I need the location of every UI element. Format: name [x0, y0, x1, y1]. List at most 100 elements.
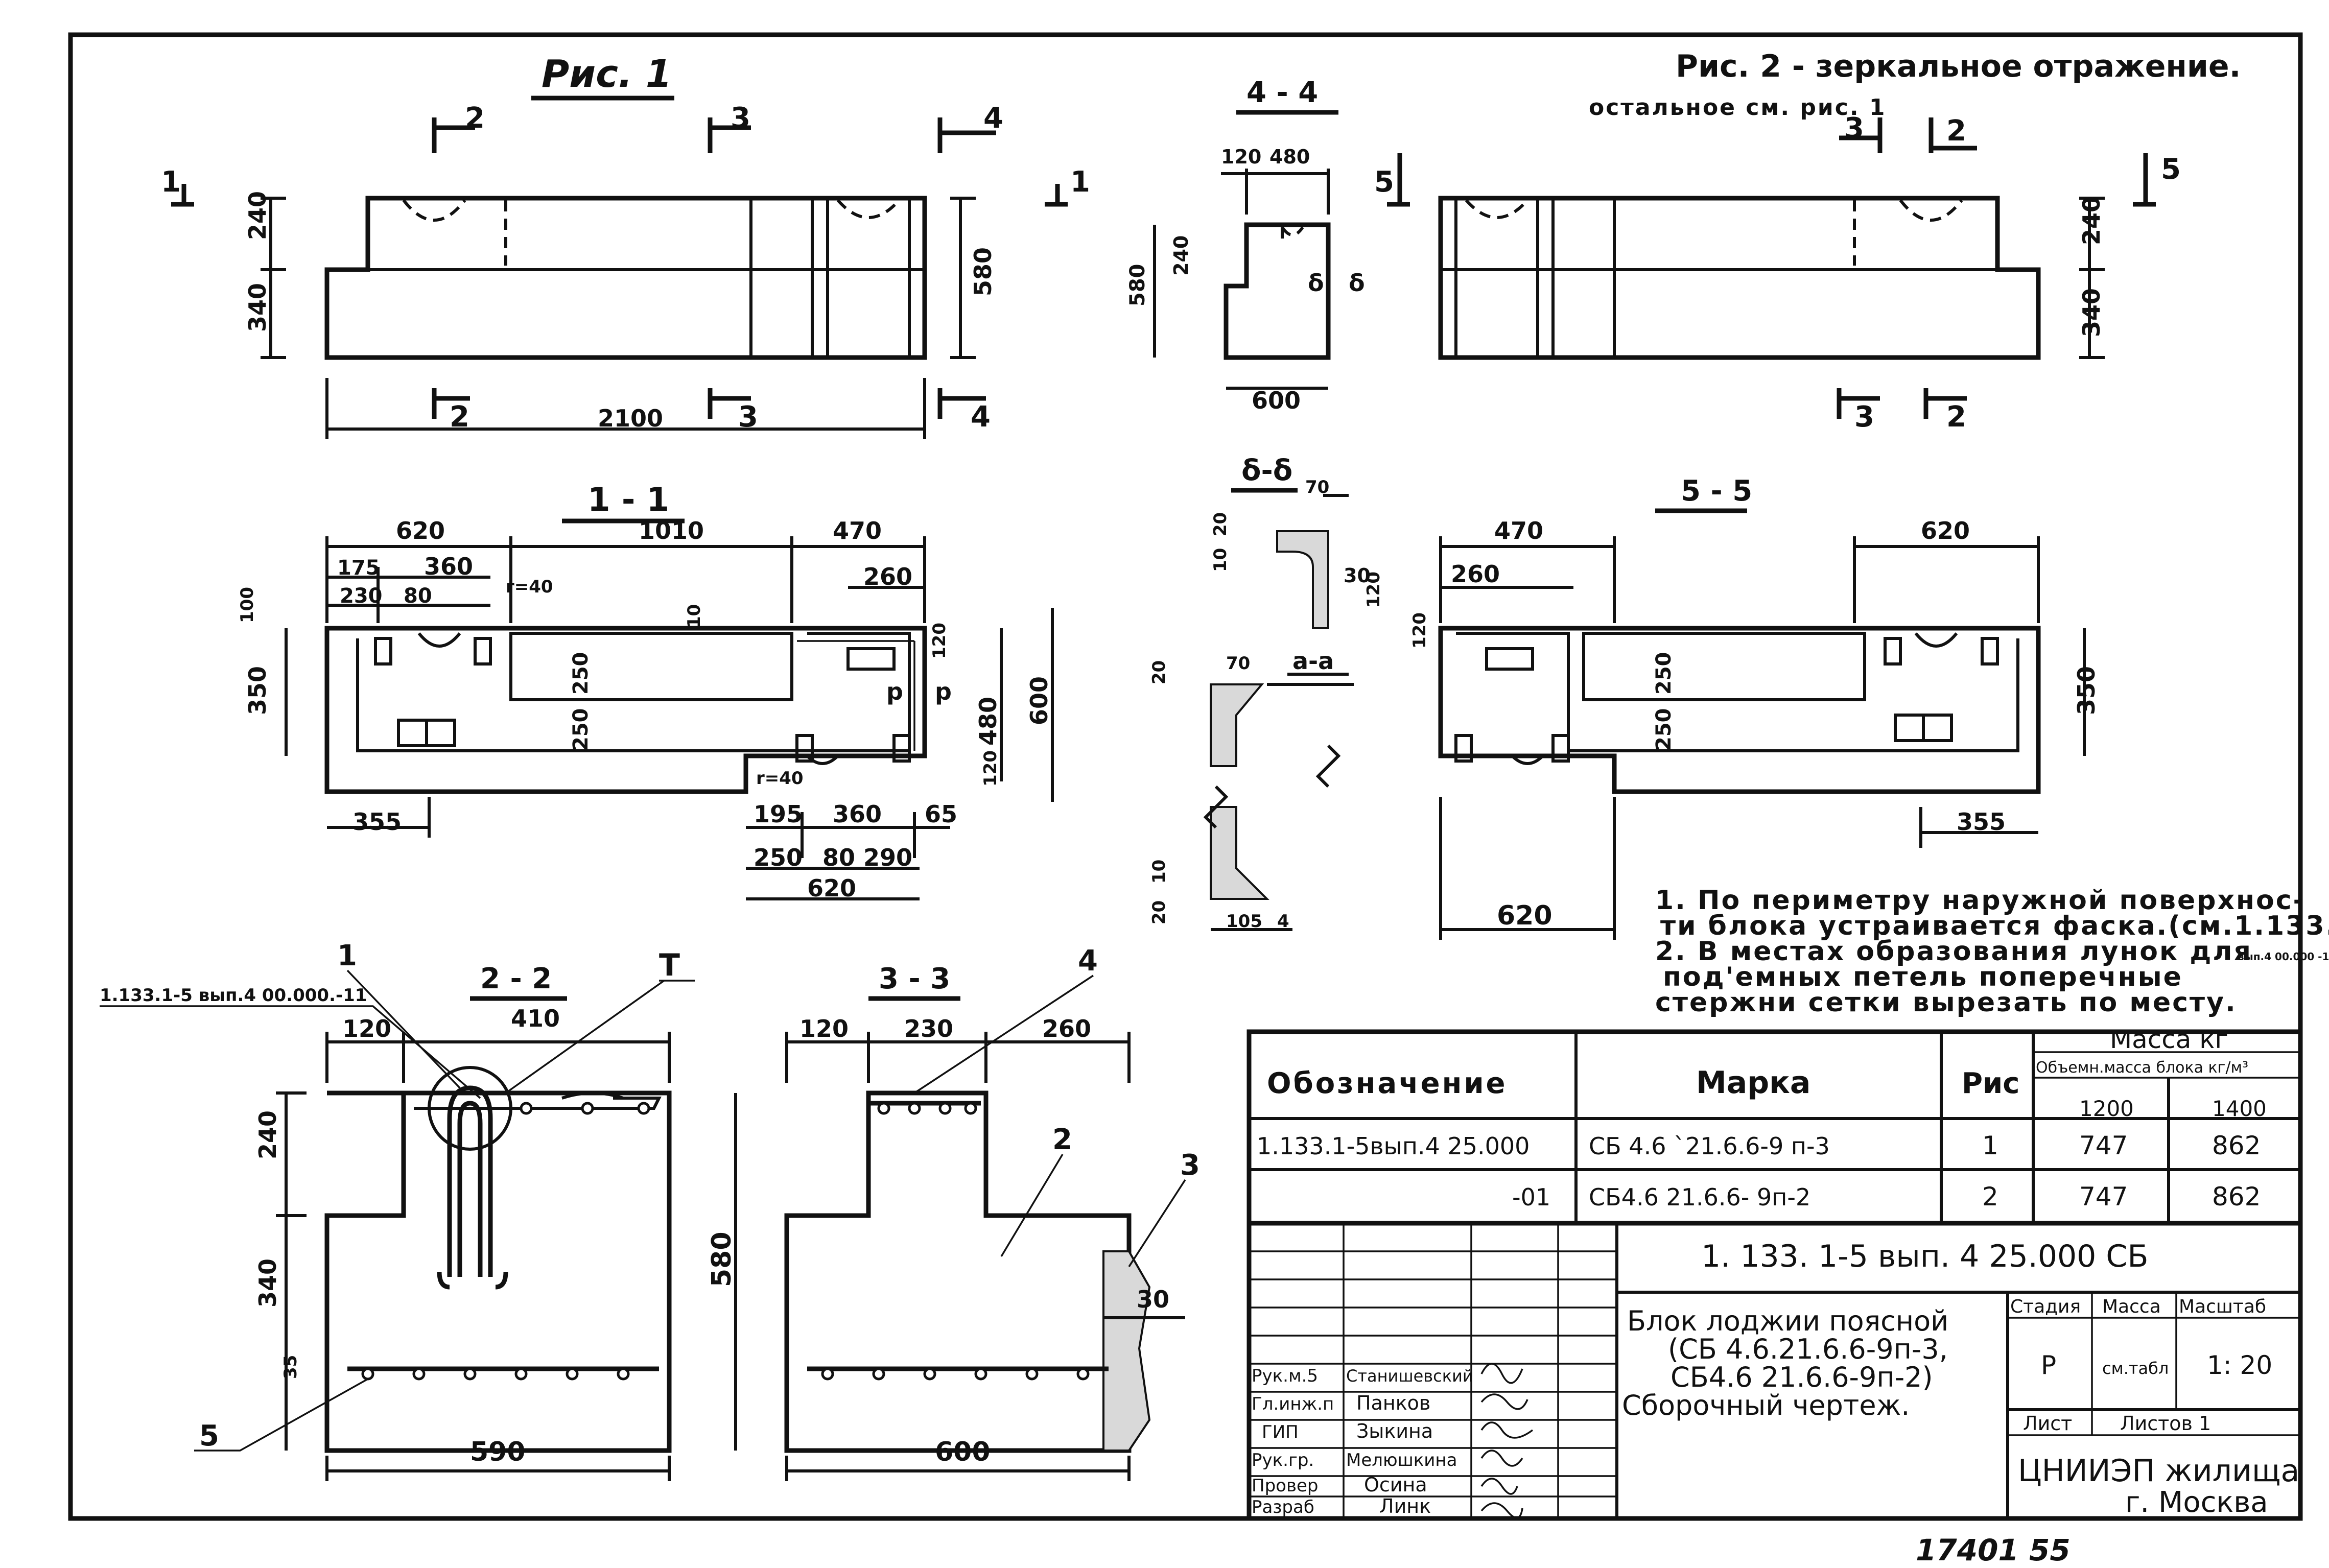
tb-list: Лист [2023, 1412, 2072, 1435]
cut-3: 3 [731, 102, 750, 135]
dim-33-260: 260 [1042, 1015, 1091, 1042]
dim-bb-110: 120 [1363, 572, 1384, 608]
dim-33-580: 580 [707, 1231, 737, 1287]
tb-name-4: Мелюшкина [1346, 1450, 1457, 1470]
spec-table: Обозначение Марка Рис Масса кг Объемн.ма… [1246, 1025, 2303, 1226]
cut-5b: 5 [2161, 153, 2181, 186]
notes: 1. По периметру наружной поверхнос- ти б… [1655, 885, 2329, 1018]
dim-55-620: 620 [1921, 517, 1970, 544]
dim-2100: 2100 [598, 405, 663, 432]
dim-33-30: 30 [1137, 1286, 1169, 1313]
dim-11-195: 195 [754, 800, 803, 828]
dim-55-350: 350 [2073, 666, 2100, 715]
callout-ref: 1.133.1-5 вып.4 00.000.-11 [100, 985, 367, 1006]
dim-240: 240 [244, 191, 271, 240]
fig2-front-view: Рис. 2 - зеркальное отражение. остальное… [1374, 49, 2241, 434]
dim-44-120: 120 [1221, 146, 1261, 168]
delta-1: δ [1308, 269, 1324, 297]
cut-2c: 2 [1946, 114, 1966, 148]
dim-11-100: 100 [237, 587, 257, 623]
th-marka: Марка [1696, 1065, 1810, 1101]
note-1b: ти блока устраивается фаска.(см.1.133.1-… [1660, 911, 2329, 941]
row1-m1400: 862 [2212, 1131, 2261, 1160]
dim-aa-105: 105 [1226, 911, 1262, 932]
row1-oboz: 1.133.1-5вып.4 25.000 [1257, 1132, 1530, 1160]
tb-org1: ЦНИИЭП жилища [2018, 1453, 2299, 1489]
dim-11-p1: p [886, 678, 903, 705]
dim-11-65: 65 [925, 800, 957, 828]
dim-11-r40b: r=40 [756, 768, 804, 789]
cut-1b: 1 [1070, 165, 1090, 199]
dim-11-p2: p [935, 678, 952, 705]
tb-name1: Блок лоджии поясной [1627, 1305, 1948, 1337]
dim-11-620b: 620 [807, 874, 856, 902]
dim-22-340: 340 [254, 1258, 281, 1308]
dim-aa-70: 70 [1226, 653, 1250, 674]
dim-33-230: 230 [904, 1015, 953, 1042]
tb-name4: Сборочный чертеж. [1622, 1389, 1910, 1421]
dim-44-580: 580 [1126, 264, 1149, 307]
dim-11-620: 620 [396, 517, 445, 544]
dim-22-35: 35 [280, 1355, 301, 1379]
row2-marka: СБ4.6 21.6.6- 9п-2 [1589, 1183, 1810, 1211]
tb-name3: СБ4.6 21.6.6-9п-2) [1671, 1361, 1933, 1393]
dim-bb-30: 30 [1344, 564, 1371, 587]
callout-2: 2 [1052, 1123, 1072, 1156]
th-oboznachenie: Обозначение [1267, 1067, 1508, 1100]
cut-2d: 2 [1946, 400, 1966, 434]
row1-marka: СБ 4.6 `21.6.6-9 п-3 [1589, 1132, 1830, 1160]
dim-55-260: 260 [1451, 560, 1500, 588]
cut-1: 1 [161, 165, 181, 199]
dim-aa-20b: 20 [1149, 900, 1169, 924]
tb-role-1: Рук.м.5 [1252, 1366, 1318, 1386]
title-block: 1. 133. 1-5 вып. 4 25.000 СБ Блок лоджии… [1246, 1221, 2303, 1521]
dim-33-600: 600 [935, 1437, 991, 1467]
note-2a: 2. В местах образования лунок для [1655, 936, 2252, 967]
section-4-4-label: 4 - 4 [1246, 76, 1318, 109]
tb-h-stadiya: Стадия [2010, 1296, 2081, 1317]
tb-role-6: Разраб [1252, 1497, 1314, 1517]
dim-11-80b: 80 [822, 844, 855, 871]
dim-11-250b: 250 [569, 708, 593, 751]
row1-ris: 1 [1982, 1131, 1998, 1160]
dim-11-120a: 120 [929, 623, 950, 659]
section-3-3-label: 3 - 3 [879, 962, 950, 995]
dim-11-480: 480 [974, 697, 1002, 746]
dim-11-250a: 250 [569, 652, 593, 695]
dim-22-240: 240 [254, 1110, 281, 1159]
delta-2: δ [1349, 269, 1365, 297]
row2-m1200: 747 [2079, 1182, 2128, 1211]
dim-55-620b: 620 [1497, 900, 1552, 931]
dim-11-r40a: r=40 [506, 577, 553, 597]
dim-11-260: 260 [863, 563, 912, 590]
th-massa: Масса кг [2110, 1025, 2228, 1054]
callout-3: 3 [1180, 1149, 1200, 1182]
tb-listov: Листов 1 [2120, 1412, 2211, 1435]
dim-340: 340 [244, 283, 271, 332]
tb-h-masshtab: Масштаб [2179, 1296, 2266, 1317]
dim-11-470: 470 [833, 517, 882, 544]
dim-f2-340: 340 [2078, 288, 2105, 337]
tb-name-5: Осина [1364, 1474, 1427, 1496]
drawing-frame [68, 32, 2303, 1521]
tb-code: 1. 133. 1-5 вып. 4 25.000 СБ [1701, 1239, 2148, 1274]
dim-55-470: 470 [1494, 517, 1543, 544]
note-2c: стержни сетки вырезать по месту. [1655, 987, 2237, 1018]
section-3-3: 3 - 3 4 120 230 260 580 2 3 30 600 [707, 944, 1200, 1481]
dim-bb-10: 10 [1210, 548, 1231, 572]
fig1-title: Рис. 1 [542, 52, 672, 96]
dim-11-360b: 360 [833, 800, 882, 828]
tb-masshtab: 1: 20 [2207, 1350, 2272, 1380]
cut-5: 5 [1374, 165, 1394, 199]
dim-bb-70: 70 [1305, 477, 1329, 497]
note-1a: 1. По периметру наружной поверхнос- [1655, 885, 2306, 916]
row2-oboz: -01 [1512, 1183, 1550, 1211]
section-2-2-label: 2 - 2 [480, 962, 552, 995]
th-1200: 1200 [2079, 1096, 2134, 1121]
callout-t: T [659, 947, 680, 983]
th-sub: Объемн.масса блока кг/м³ [2036, 1059, 2248, 1077]
dim-11-10: 10 [684, 604, 704, 628]
tb-org2: г. Москва [2125, 1486, 2268, 1519]
callout-5: 5 [199, 1419, 219, 1453]
